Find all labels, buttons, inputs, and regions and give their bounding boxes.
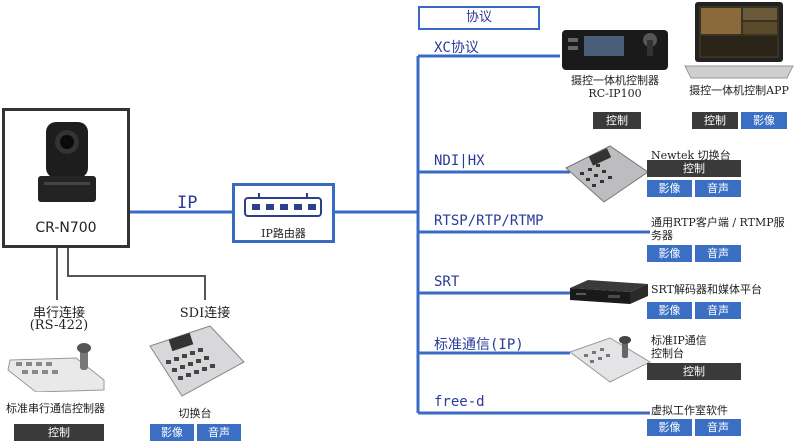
free-d-tag-audio: 音声 — [695, 419, 741, 436]
sdi-tag-video: 影像 — [150, 424, 194, 441]
serial-controller-icon — [7, 343, 105, 392]
rtsp-caption-1: 通用RTP客户端 / RTMP服 — [651, 216, 785, 229]
laptop-app-caption: 摄控一体机控制APP — [689, 84, 789, 97]
camera-name: CR-N700 — [35, 220, 97, 236]
serial-title: 串行连接 — [32, 306, 85, 321]
free-d-tag-video: 影像 — [647, 419, 692, 436]
laptop-app-tag-control: 控制 — [692, 112, 738, 129]
rtsp-tag-audio: 音声 — [695, 245, 741, 262]
serial-tag-control: 控制 — [14, 424, 104, 441]
rtsp-label: RTSP/RTP/RTMP — [434, 213, 544, 229]
standard-ip-label: 标准通信(IP) — [434, 337, 524, 353]
newtek-tag-audio: 音声 — [695, 180, 741, 197]
newtek-switcher-icon — [565, 145, 649, 203]
newtek-tag-video: 影像 — [647, 180, 692, 197]
newtek-tag-control: 控制 — [647, 160, 741, 177]
ndi-hx-label: NDI|HX — [434, 153, 485, 169]
srt-caption: SRT解码器和媒体平台 — [651, 283, 762, 296]
standard-ip-caption-1: 标准IP通信 — [651, 334, 707, 347]
standard-ip-controller-icon — [568, 336, 652, 383]
srt-decoder-icon — [570, 280, 648, 304]
rtsp-caption-2: 务器 — [651, 229, 673, 242]
free-d-caption: 虚拟工作室软件 — [651, 404, 728, 417]
newtek-caption: Newtek 切换台 — [651, 149, 731, 162]
rtsp-tag-video: 影像 — [647, 245, 692, 262]
standard-ip-caption-2: 控制台 — [651, 347, 684, 360]
srt-tag-audio: 音声 — [695, 302, 741, 319]
router-label: IP路由器 — [261, 227, 306, 240]
sdi-device-caption: 切换台 — [178, 407, 212, 420]
standard-ip-tag-control: 控制 — [647, 363, 741, 380]
sdi-switcher-icon — [149, 325, 245, 397]
rc-ip100-controller-icon — [562, 30, 668, 70]
sdi-tag-audio: 音声 — [197, 424, 241, 441]
serial-device-caption: 标准串行通信控制器 — [6, 402, 105, 415]
serial-subtitle: (RS-422) — [29, 318, 89, 333]
srt-label: SRT — [434, 274, 460, 290]
protocol-header — [418, 6, 540, 30]
laptop-app-tag-video: 影像 — [741, 112, 787, 129]
xc-protocol-label: XC协议 — [434, 40, 479, 56]
router-icon — [244, 193, 322, 217]
ip-label: IP — [177, 193, 198, 213]
srt-tag-video: 影像 — [647, 302, 692, 319]
camera-icon — [38, 122, 96, 202]
free-d-label: free-d — [434, 394, 485, 410]
laptop-app-icon — [684, 2, 794, 79]
protocol-header-label: 协议 — [465, 10, 492, 25]
rc-ip100-tag-control: 控制 — [593, 112, 641, 129]
sdi-title: SDI连接 — [179, 306, 231, 321]
rc-ip100-caption-2: RC-IP100 — [588, 87, 642, 100]
rc-ip100-caption-1: 摄控一体机控制器 — [571, 74, 659, 87]
